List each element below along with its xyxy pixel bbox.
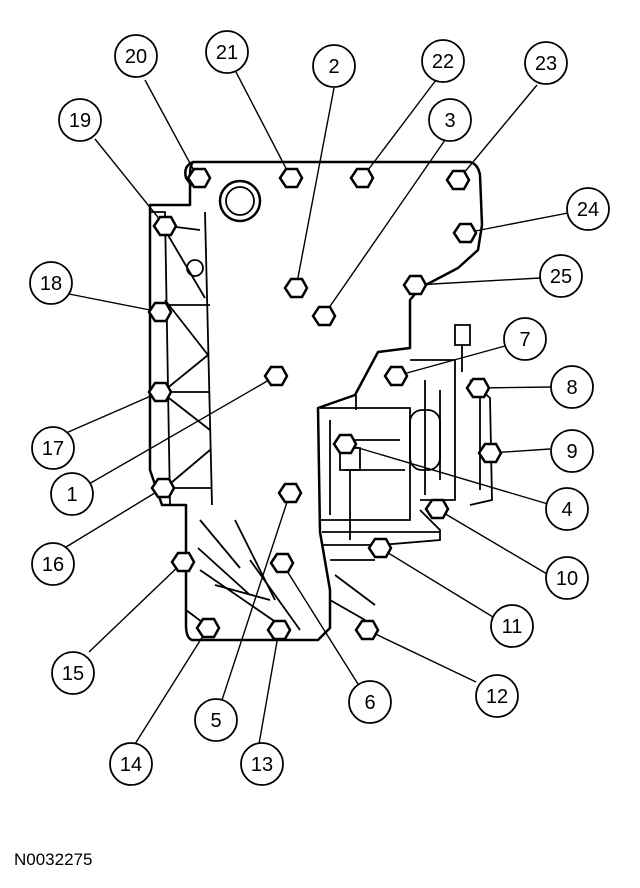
bolt-24-icon	[452, 222, 478, 244]
callout-1-label: 1	[66, 484, 77, 506]
callout-11: 11	[490, 604, 534, 648]
bolt-7-icon	[383, 365, 409, 387]
callout-25-label: 25	[550, 266, 572, 288]
callout-9-label: 9	[566, 441, 577, 463]
callout-18-label: 18	[40, 273, 62, 295]
bolt-14-icon	[195, 617, 221, 639]
valve-body-detail	[150, 179, 493, 631]
bolt-9-icon	[477, 442, 503, 464]
callout-14: 14	[109, 742, 153, 786]
callout-18: 18	[29, 261, 73, 305]
bolt-25-icon	[402, 274, 428, 296]
callout-22-label: 22	[432, 51, 454, 73]
callout-22: 22	[421, 39, 465, 83]
callout-20-label: 20	[125, 46, 147, 68]
bolt-23-icon	[445, 169, 471, 191]
callout-6-label: 6	[364, 692, 375, 714]
callout-17-label: 17	[42, 438, 64, 460]
callout-3-label: 3	[444, 110, 455, 132]
callout-21: 21	[205, 30, 249, 74]
valve-body-outline	[148, 160, 484, 642]
callout-10: 10	[545, 556, 589, 600]
bolt-10-icon	[424, 498, 450, 520]
callout-8: 8	[550, 365, 594, 409]
bolt-15-icon	[170, 551, 196, 573]
callout-9: 9	[550, 429, 594, 473]
callout-8-label: 8	[566, 377, 577, 399]
callout-4: 4	[545, 487, 589, 531]
bolt-11-icon	[367, 537, 393, 559]
callout-13: 13	[240, 742, 284, 786]
callout-19-label: 19	[69, 110, 91, 132]
bolt-19-icon	[152, 215, 178, 237]
callout-15-label: 15	[62, 663, 84, 685]
callout-15: 15	[51, 651, 95, 695]
bolt-12-icon	[354, 619, 380, 641]
leader-lines	[63, 71, 569, 745]
callout-16-label: 16	[42, 554, 64, 576]
callout-1: 1	[50, 472, 94, 516]
bolt-1-icon	[263, 365, 289, 387]
callout-19: 19	[58, 98, 102, 142]
callout-12-label: 12	[486, 686, 508, 708]
callout-2: 2	[312, 44, 356, 88]
callout-17: 17	[31, 426, 75, 470]
callout-13-label: 13	[251, 754, 273, 776]
bolt-3-icon	[311, 305, 337, 327]
callout-12: 12	[475, 674, 519, 718]
callout-10-label: 10	[556, 568, 578, 590]
callout-7: 7	[503, 317, 547, 361]
bolts	[147, 167, 503, 641]
bolt-18-icon	[147, 301, 173, 323]
bolt-17-icon	[147, 381, 173, 403]
callout-14-label: 14	[120, 754, 142, 776]
callout-25: 25	[539, 254, 583, 298]
callout-2-label: 2	[328, 56, 339, 78]
bolt-21-icon	[278, 167, 304, 189]
bolt-16-icon	[150, 477, 176, 499]
callout-7-label: 7	[519, 329, 530, 351]
callout-24: 24	[566, 187, 610, 231]
callout-23-label: 23	[535, 53, 557, 75]
callout-16: 16	[31, 542, 75, 586]
callout-5: 5	[194, 698, 238, 742]
bolt-4-icon	[332, 433, 358, 455]
callout-24-label: 24	[577, 199, 599, 221]
document-id: N0032275	[14, 850, 93, 869]
callouts: 1 2 3 4 5 6 7 8 9 10 11 12 13 14 15 16 1…	[29, 30, 610, 786]
callout-21-label: 21	[216, 42, 238, 64]
callout-11-label: 11	[502, 616, 523, 638]
bolt-8-icon	[465, 377, 491, 399]
bolt-22-icon	[349, 167, 375, 189]
callout-3: 3	[428, 98, 472, 142]
callout-4-label: 4	[561, 499, 572, 521]
callout-6: 6	[348, 680, 392, 724]
bolt-5-icon	[277, 482, 303, 504]
bolt-6-icon	[269, 552, 295, 574]
callout-20: 20	[114, 34, 158, 78]
bolt-20-icon	[186, 167, 212, 189]
bolt-13-icon	[266, 619, 292, 641]
callout-23: 23	[524, 41, 568, 85]
bolt-2-icon	[283, 277, 309, 299]
callout-5-label: 5	[210, 710, 221, 732]
